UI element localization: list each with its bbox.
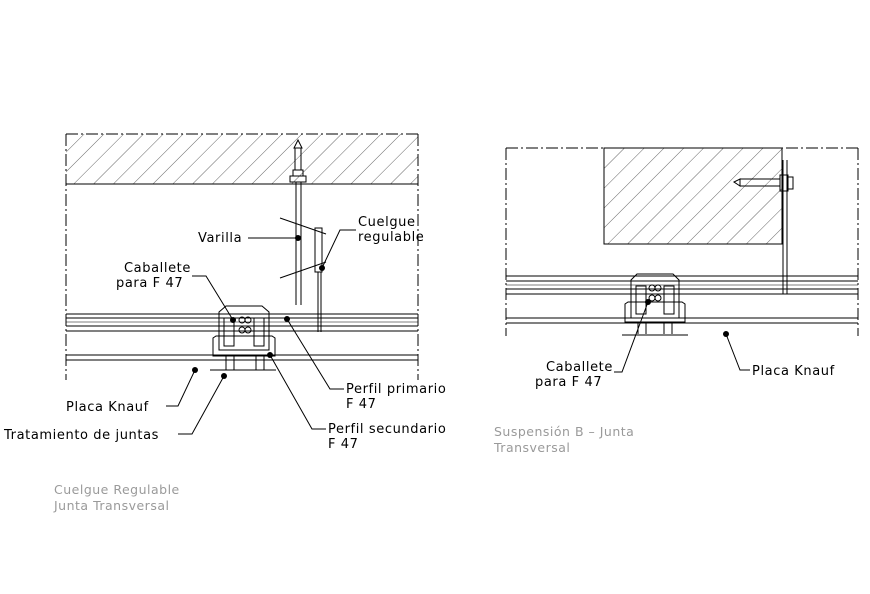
label-caballete-2: para F 47	[116, 276, 183, 291]
left-labels: Varilla Cuelgue regulable Caballete para…	[3, 215, 446, 452]
label-placa-knauf-right: Placa Knauf	[752, 364, 835, 379]
label-placa-knauf-left: Placa Knauf	[66, 400, 149, 415]
label-perfil-primario-2: F 47	[346, 397, 377, 412]
label-tratamiento: Tratamiento de juntas	[3, 428, 159, 443]
left-concrete-slab	[66, 134, 418, 184]
label-varilla: Varilla	[198, 231, 242, 246]
left-adjustable-hanger	[279, 217, 327, 332]
label-cuelgue-2: regulable	[358, 230, 424, 245]
left-detail: Varilla Cuelgue regulable Caballete para…	[3, 133, 446, 513]
right-profiles	[506, 275, 858, 324]
label-perfil-secundario-2: F 47	[328, 437, 359, 452]
label-cuelgue-1: Cuelgue	[358, 215, 416, 230]
label-caballete-right-2: para F 47	[535, 375, 602, 390]
left-caption-line-2: Junta Transversal	[53, 498, 169, 513]
label-caballete-1: Caballete	[124, 261, 191, 276]
right-bracket	[622, 273, 688, 336]
left-primary-profile	[66, 313, 418, 332]
label-perfil-secundario-1: Perfil secundario	[328, 422, 446, 437]
left-bracket	[210, 305, 276, 371]
right-caption-line-2: Transversal	[493, 440, 570, 455]
label-caballete-right-1: Caballete	[546, 360, 613, 375]
left-anchor	[289, 138, 307, 305]
right-labels: Caballete para F 47 Placa Knauf	[535, 299, 835, 390]
right-concrete-beam	[603, 147, 783, 245]
left-caption-line-1: Cuelgue Regulable	[54, 482, 180, 497]
right-caption-line-1: Suspensión B – Junta	[494, 424, 634, 439]
right-side-anchor	[733, 160, 794, 294]
right-detail: Caballete para F 47 Placa Knauf Suspensi…	[493, 147, 859, 455]
label-perfil-primario-1: Perfil primario	[346, 382, 446, 397]
